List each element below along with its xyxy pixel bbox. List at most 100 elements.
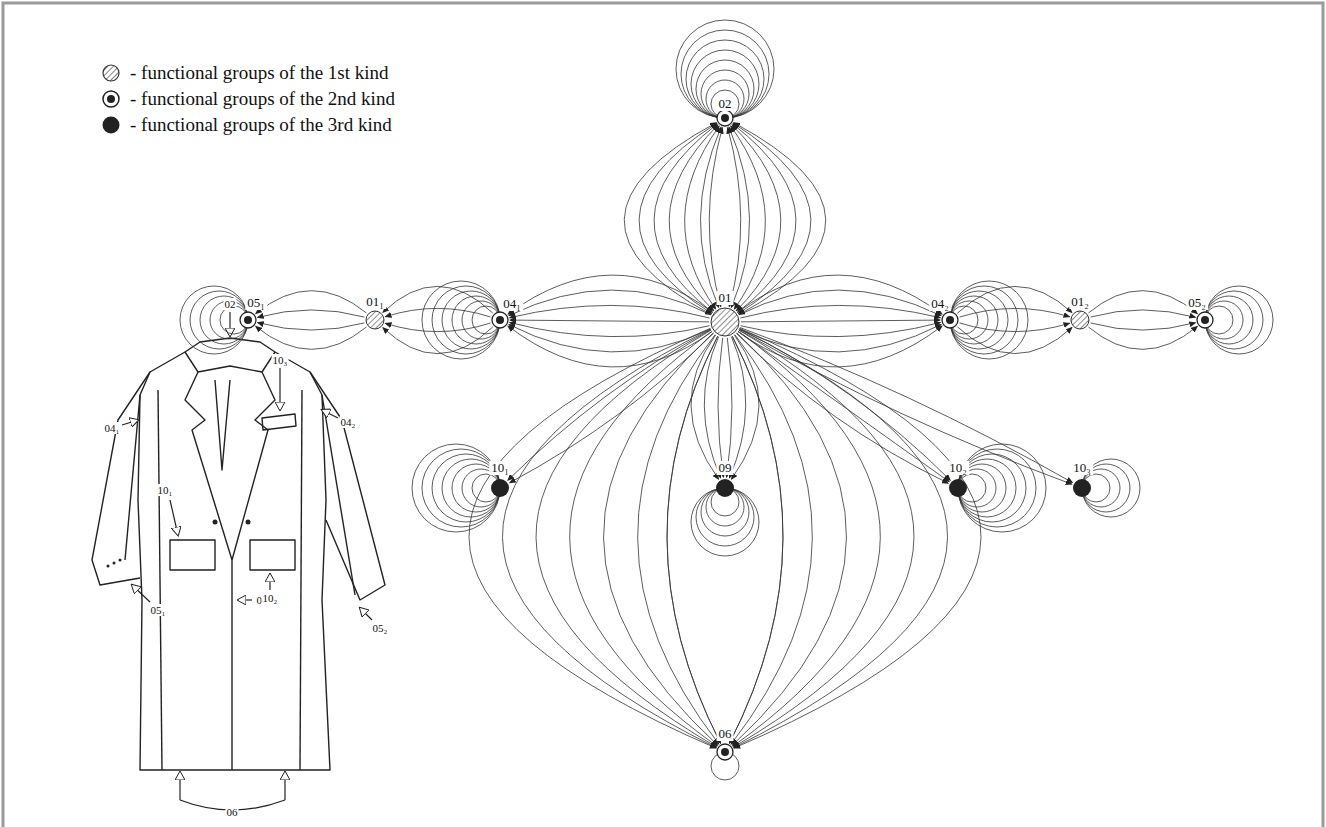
frame-border: [3, 3, 1323, 827]
callout-arrow: [238, 599, 252, 600]
connector-line: [383, 286, 493, 313]
node-label: 10₃: [1071, 461, 1093, 475]
self-loop: [686, 40, 764, 118]
connector-line: [734, 329, 948, 747]
edge-bundle: [691, 335, 759, 479]
connector-line: [510, 333, 714, 483]
callout-number: 02: [224, 298, 237, 310]
connector-line: [385, 308, 490, 317]
connector-line: [383, 327, 493, 354]
connector-line: [258, 310, 365, 317]
connector-line: [685, 126, 720, 309]
edge-bundle: [383, 286, 493, 353]
self-loop: [180, 286, 248, 354]
connector-line: [667, 336, 720, 743]
group-2nd-kind: 04₁: [491, 311, 509, 329]
connector-line: [739, 329, 950, 480]
node-label: 05₁: [245, 296, 267, 310]
node-label: 06: [717, 727, 734, 741]
connector-line: [258, 323, 365, 330]
group-2nd-kind: 05₁: [239, 311, 257, 329]
callout-arrow: [269, 574, 270, 590]
edge-bundle: [957, 286, 1072, 353]
connector-line: [709, 128, 722, 307]
self-loop: [958, 449, 1036, 527]
connector-line: [730, 336, 783, 743]
node-label: 10₁: [489, 461, 511, 475]
callout-arrow: [322, 410, 338, 418]
group-2nd-kind: 06: [716, 743, 734, 761]
connector-line: [731, 335, 812, 744]
node-label: 10₂: [947, 461, 969, 475]
callout-arrow: [122, 420, 138, 425]
group-1st-kind: 01₂: [1070, 310, 1090, 330]
callout-number: 05₂: [372, 622, 389, 634]
connector-line: [385, 323, 490, 332]
node-shape: [1070, 310, 1090, 330]
self-loop: [701, 70, 749, 118]
callout-arrow: [360, 608, 372, 620]
self-loop: [432, 286, 500, 354]
connector-line: [669, 125, 718, 311]
connector-line: [536, 330, 716, 747]
connector-line: [1088, 326, 1197, 349]
node-shape: [948, 478, 968, 498]
group-2nd-kind: 02: [716, 109, 734, 127]
lapel-left: [185, 372, 232, 560]
callout-arrow: [132, 585, 150, 602]
node-shape: [491, 311, 509, 329]
legend-symbol: [100, 114, 122, 136]
front-edge: [231, 560, 232, 770]
edge-bundle: [256, 291, 367, 350]
self-loop: [696, 60, 754, 118]
node-shape: [239, 311, 257, 329]
callout-number: 10₁: [157, 484, 174, 496]
connector-line: [510, 320, 709, 322]
self-loop: [422, 281, 500, 359]
group-2nd-kind: 04₂: [941, 311, 959, 329]
edge-bundle: [508, 275, 712, 367]
self-loop: [190, 291, 248, 349]
node-label: 01₁: [364, 295, 386, 309]
node-shape: [710, 307, 740, 337]
connector-line: [734, 328, 981, 748]
self-loop: [1205, 291, 1263, 349]
pocket-right: [250, 540, 295, 570]
connector-line: [1091, 310, 1196, 317]
connector-line: [960, 308, 1070, 317]
node-label: 04₁: [501, 297, 523, 311]
jacket-body: [138, 352, 330, 770]
connector-line: [738, 275, 942, 314]
connector-line: [704, 337, 720, 478]
legend-text: - functional groups of the 1st kind: [130, 62, 389, 84]
node-shape: [490, 478, 510, 498]
connector-line: [510, 305, 710, 318]
connector-line: [731, 126, 766, 309]
sleeve-right: [310, 372, 385, 600]
connector-line: [727, 338, 732, 477]
connector-line: [508, 275, 712, 314]
node-shape: [1196, 311, 1214, 329]
edge-bundle: [624, 123, 825, 315]
callout-number: 04₂: [340, 416, 357, 428]
lapel-right: [232, 372, 275, 560]
legend-row: - functional groups of the 2nd kind: [100, 86, 395, 112]
group-2nd-kind: 05₂: [1196, 311, 1214, 329]
breast-pocket: [262, 414, 296, 430]
callout-arrow: [179, 772, 180, 800]
connector-line: [957, 327, 1072, 354]
connector-line: [624, 123, 716, 315]
connector-line: [691, 335, 719, 479]
connector-line: [740, 305, 940, 318]
node-label: 01: [717, 291, 734, 305]
connector-line: [654, 124, 717, 312]
connector-line: [604, 333, 718, 745]
callout-number: 10₂: [262, 592, 279, 604]
connector-line: [570, 331, 717, 746]
edge-bundle: [736, 329, 950, 483]
self-loop: [691, 488, 759, 556]
node-shape: [716, 109, 734, 127]
group-3rd-kind: 10₁: [490, 478, 510, 498]
legend-text: - functional groups of the 3rd kind: [130, 114, 392, 136]
edge-bundle: [1088, 291, 1197, 350]
